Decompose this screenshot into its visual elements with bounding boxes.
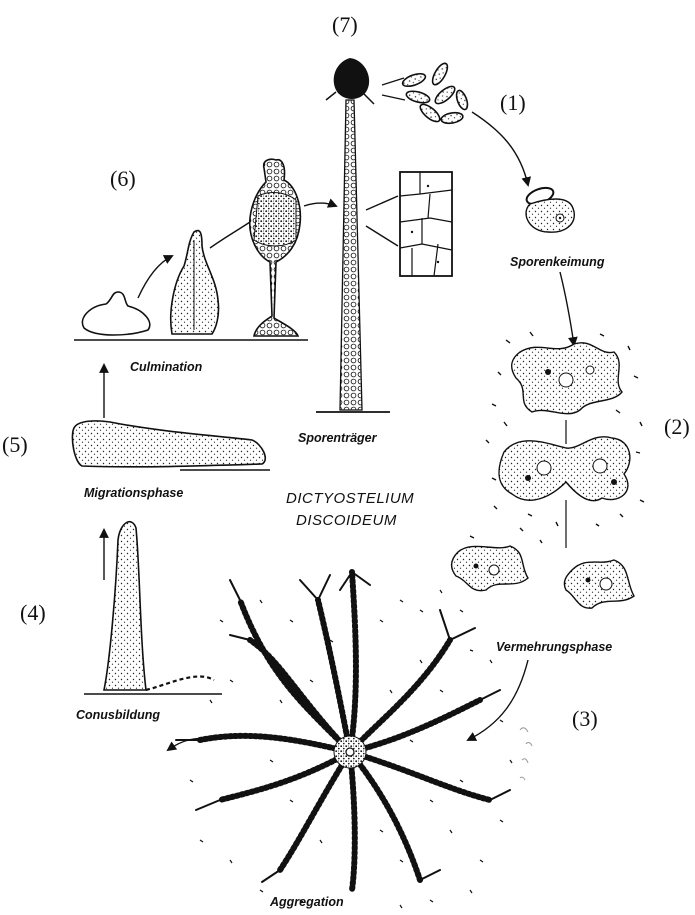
species-title-line-1: DICTYOSTELIUM	[286, 490, 414, 507]
spore-release-lines	[382, 78, 405, 100]
species-title-line-2: DISCOIDEUM	[296, 512, 397, 529]
label-sporenkeimung: Sporenkeimung	[510, 255, 604, 269]
print-smudge	[520, 728, 532, 780]
stage-number-4: (4)	[20, 600, 46, 626]
stage-number-5: (5)	[2, 432, 28, 458]
arrow-germination-to-growth	[560, 272, 574, 345]
stage-number-2: (2)	[664, 414, 690, 440]
culmination-stage-2	[171, 231, 219, 334]
migrating-slug	[72, 421, 270, 470]
amoeba-daughter-right	[564, 560, 634, 608]
label-vermehrungsphase: Vermehrungsphase	[496, 640, 612, 654]
stalk-detail	[366, 172, 452, 276]
aggregation-streams	[176, 572, 510, 890]
spore-cluster	[401, 61, 470, 125]
label-culmination: Culmination	[130, 360, 202, 374]
label-migrationsphase: Migrationsphase	[84, 486, 183, 500]
stage-number-1: (1)	[500, 90, 526, 116]
label-sporentraeger: Sporenträger	[298, 431, 377, 445]
culmination-stage-3	[250, 159, 301, 336]
sorus-head	[326, 58, 374, 104]
arrow-spores-to-germination	[472, 112, 528, 185]
amoeba-daughter-left	[452, 546, 528, 591]
culmination-stage-1	[82, 292, 149, 335]
stage-number-7: (7)	[332, 12, 358, 38]
label-aggregation: Aggregation	[270, 895, 344, 909]
spore-stalk	[316, 100, 390, 412]
germinating-spore	[524, 185, 574, 233]
amoeba-upper	[512, 343, 622, 414]
stage-number-3: (3)	[572, 706, 598, 732]
culmination-arrows	[138, 203, 336, 298]
amoeba-dividing	[499, 420, 630, 548]
label-conusbildung: Conusbildung	[76, 708, 160, 722]
stage-number-6: (6)	[110, 166, 136, 192]
